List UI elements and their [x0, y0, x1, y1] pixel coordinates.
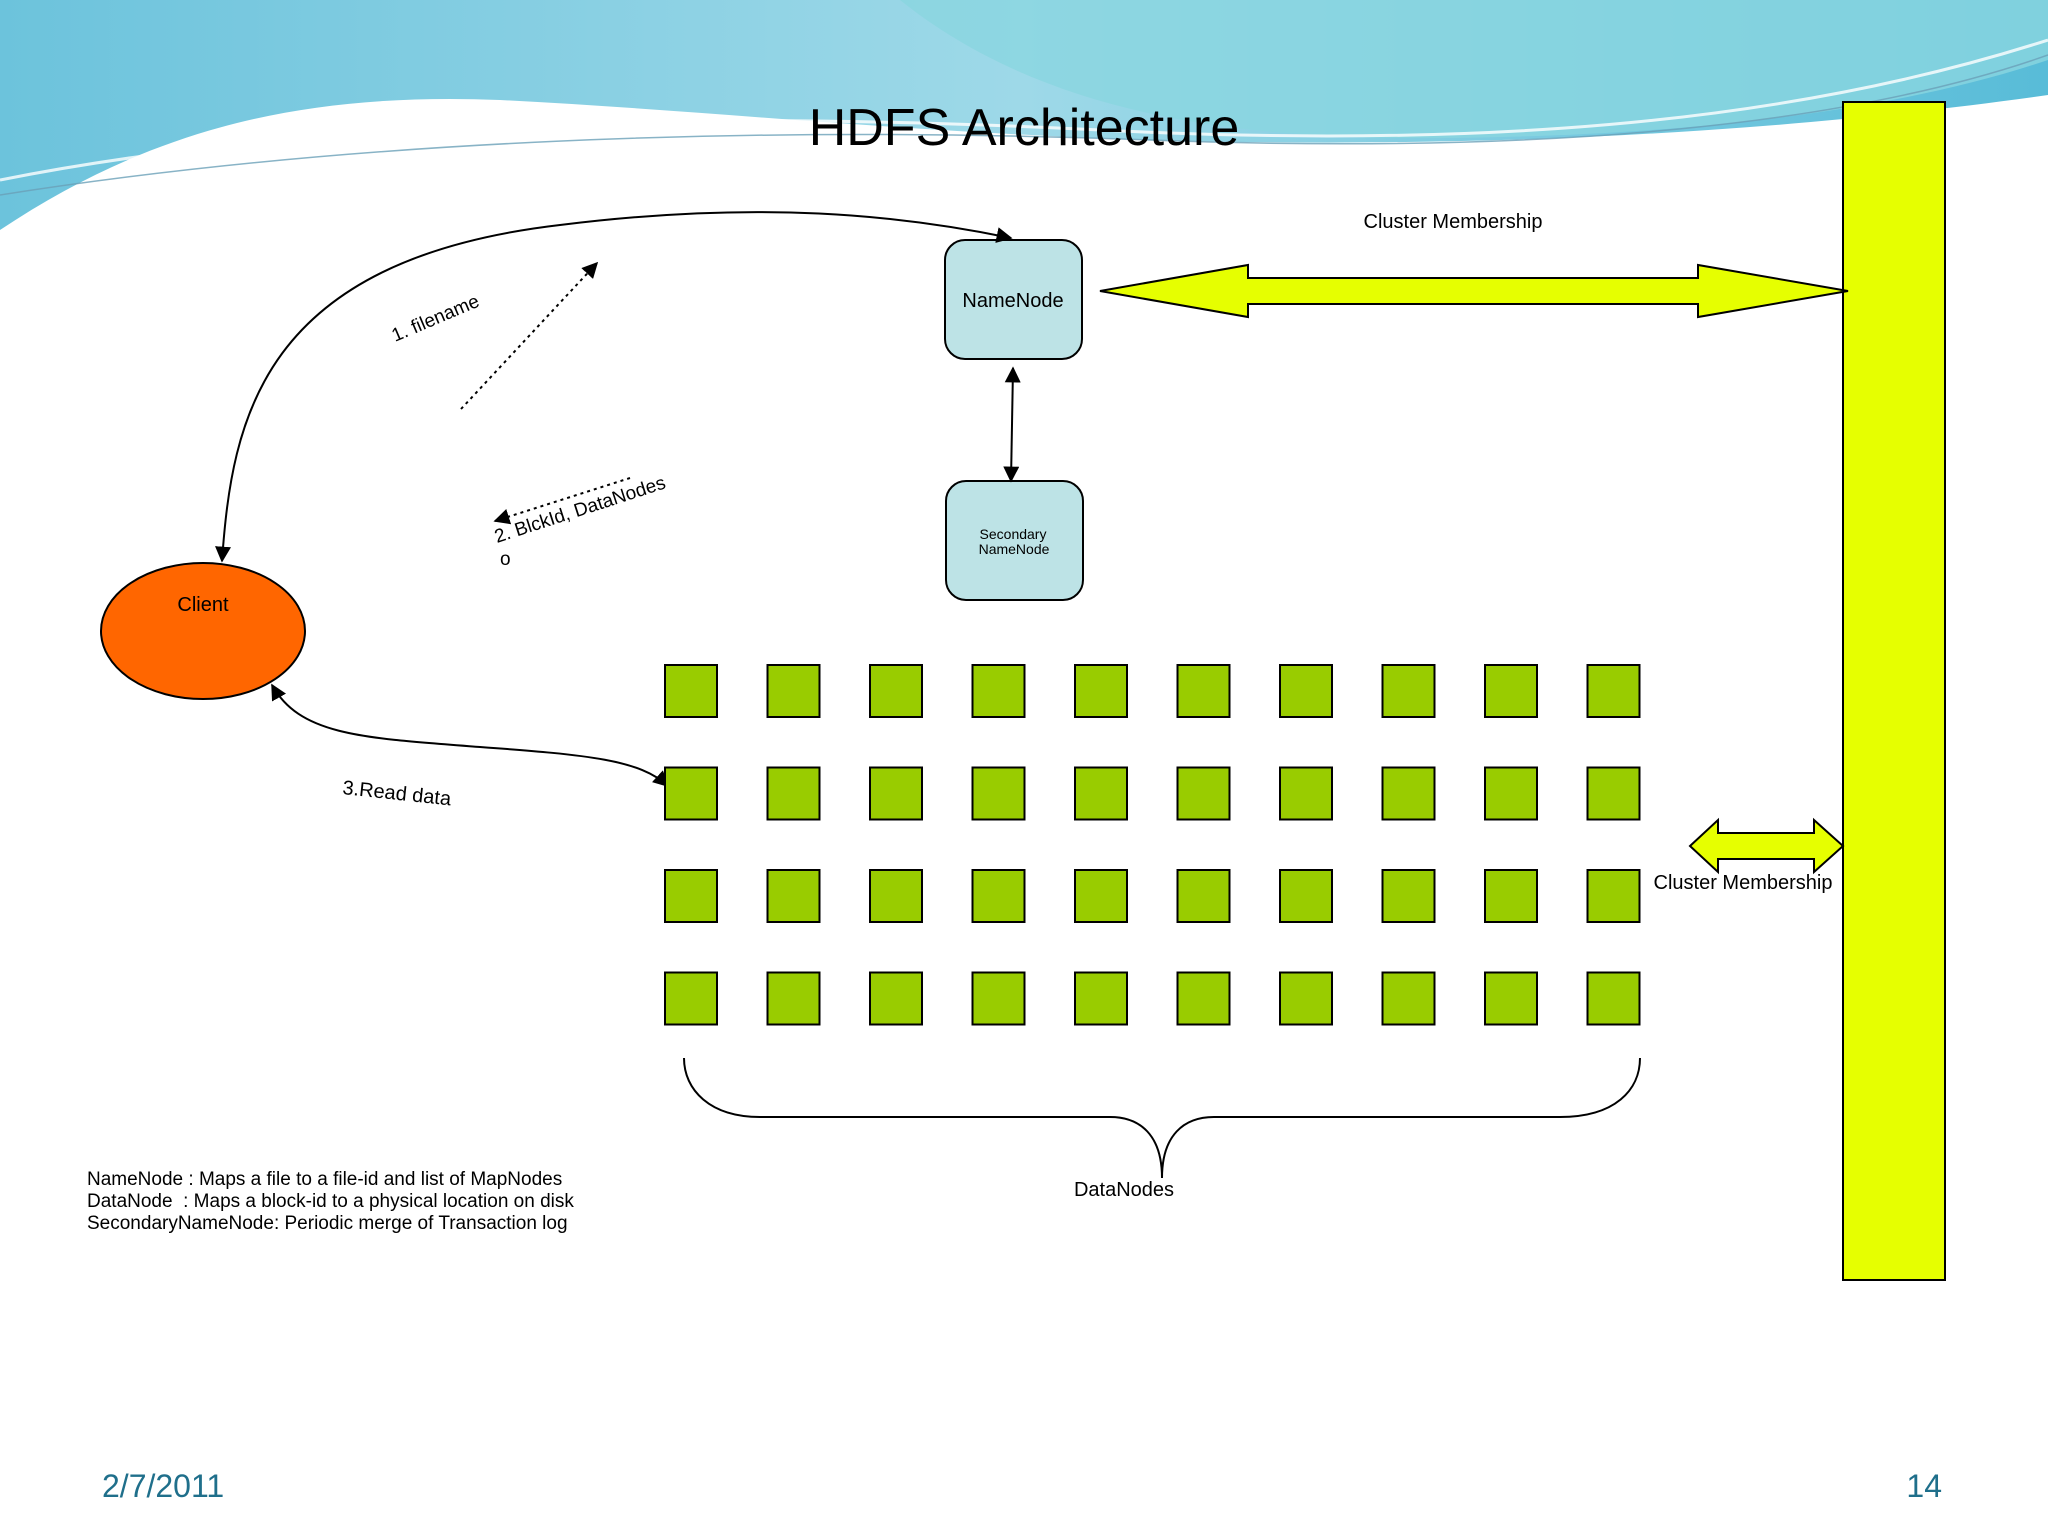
datanode-box: [664, 971, 718, 1026]
datanode-box: [1586, 664, 1641, 718]
datanode-box: [1381, 971, 1436, 1026]
datanode-box: [1176, 664, 1231, 718]
datanode-box: [1586, 971, 1641, 1026]
slide-title: HDFS Architecture: [809, 99, 1240, 157]
datanode-box: [1381, 664, 1436, 718]
datanode-box: [869, 869, 923, 923]
datanode-box: [766, 971, 821, 1026]
note-namenode: NameNode : Maps a file to a file-id and …: [87, 1169, 562, 1190]
datanode-box: [1279, 971, 1333, 1026]
datanodes-brace: [683, 1057, 1641, 1179]
datanode-box: [766, 766, 821, 821]
blockid-label-suffix: o: [500, 549, 511, 570]
datanode-box: [664, 766, 718, 821]
datanode-box: [869, 766, 923, 821]
cluster-membership-arrow-top: [1099, 263, 1849, 319]
datanode-box: [1381, 766, 1436, 821]
datanode-box: [1586, 766, 1641, 821]
datanode-box: [1176, 869, 1231, 923]
datanode-box: [1074, 766, 1128, 821]
datanode-box: [1381, 869, 1436, 923]
datanode-box: [971, 971, 1026, 1026]
namenode-label: NameNode: [962, 290, 1063, 312]
datanode-box: [1279, 664, 1333, 718]
datanode-box: [664, 664, 718, 718]
blockid-label: 2. BlckId, DataNodes: [492, 473, 668, 548]
datanode-box: [1484, 766, 1538, 821]
datanode-box: [971, 869, 1026, 923]
header-wave-decoration: [0, 0, 2048, 230]
notes: NameNode : Maps a file to a file-id and …: [87, 1169, 574, 1234]
secondary-namenode-label-line2: NameNode: [979, 541, 1050, 557]
footer-page-number: 14: [1906, 1468, 1942, 1504]
client-node: [100, 562, 306, 700]
read-data-arrow: [271, 683, 670, 788]
datanode-box: [766, 664, 821, 718]
datanode-box: [869, 971, 923, 1026]
secondary-namenode-label-line1: Secondary: [980, 526, 1047, 542]
datanode-box: [1176, 971, 1231, 1026]
datanode-box: [1176, 766, 1231, 821]
cluster-bar: [1842, 101, 1946, 1281]
footer-date: 2/7/2011: [102, 1468, 224, 1504]
cluster-membership-label-side: Cluster Membership: [1654, 872, 1833, 894]
filename-request-arrow: [460, 261, 599, 410]
note-secondary-namenode: SecondaryNameNode: Periodic merge of Tra…: [87, 1213, 568, 1234]
cluster-membership-arrow-side: [1688, 817, 1845, 875]
datanode-box: [1484, 971, 1538, 1026]
datanode-box: [869, 664, 923, 718]
datanode-box: [971, 664, 1026, 718]
blockid-response-arrow: [493, 477, 631, 525]
read-data-label: 3.Read data: [341, 777, 453, 810]
datanode-box: [1279, 766, 1333, 821]
datanodes-label: DataNodes: [1074, 1179, 1174, 1201]
datanode-box: [1484, 869, 1538, 923]
datanode-box: [1074, 971, 1128, 1026]
datanode-grid: [664, 664, 1641, 1026]
datanode-box: [1586, 869, 1641, 923]
datanode-box: [1074, 664, 1128, 718]
note-datanode: DataNode : Maps a block-id to a physical…: [87, 1191, 574, 1212]
datanode-box: [971, 766, 1026, 821]
client-label: Client: [177, 594, 229, 616]
datanode-box: [1279, 869, 1333, 923]
cluster-membership-label-top: Cluster Membership: [1364, 211, 1543, 233]
datanode-box: [1074, 869, 1128, 923]
filename-label: 1. filename: [389, 291, 483, 347]
datanode-box: [664, 869, 718, 923]
client-namenode-arrow: [215, 211, 1013, 563]
datanode-box: [766, 869, 821, 923]
datanode-box: [1484, 664, 1538, 718]
namenode-secondary-arrow: [1003, 366, 1021, 483]
